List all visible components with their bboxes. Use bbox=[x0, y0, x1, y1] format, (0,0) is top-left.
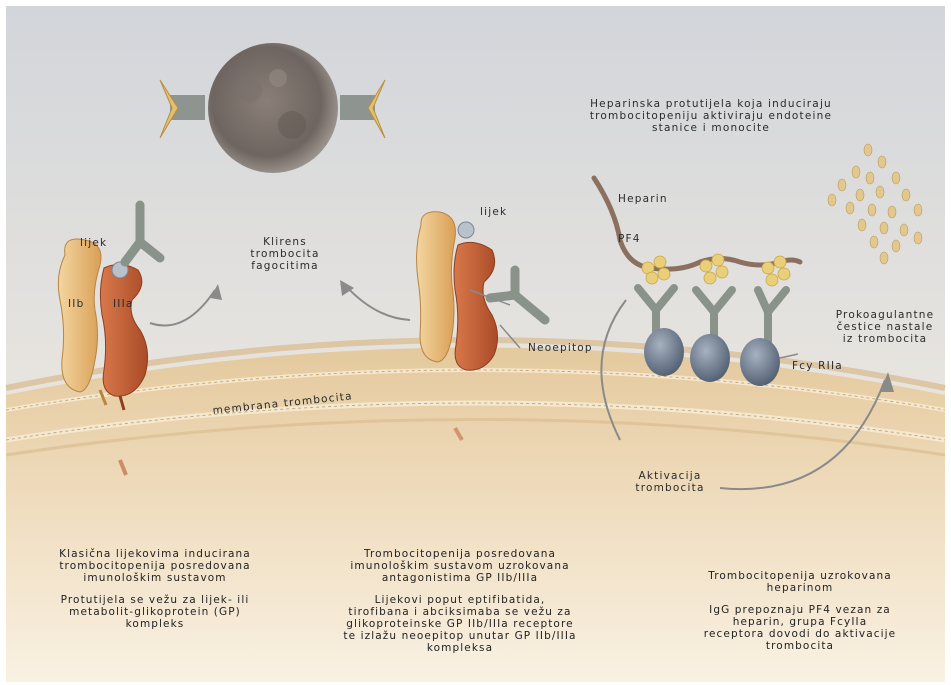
caption-heparin-title: Trombocitopenija uzrokovana heparinom bbox=[660, 570, 940, 594]
caption-heparin: Trombocitopenija uzrokovana heparinom Ig… bbox=[660, 570, 940, 652]
label-neoepitop: Neoepitop bbox=[528, 342, 593, 354]
caption-classic-desc: Protutijela se vežu za lijek- ili metabo… bbox=[20, 594, 290, 630]
label-lijek-middle: lijek bbox=[480, 206, 507, 218]
label-heparin: Heparin bbox=[618, 193, 668, 205]
caption-gp-antagonist: Trombocitopenija posredovana imunološkim… bbox=[300, 548, 620, 654]
label-iiia: IIIa bbox=[113, 298, 134, 310]
label-prokoagulantne: Prokoagulantne čestice nastale iz trombo… bbox=[826, 309, 944, 345]
label-aktivacija: Aktivacija trombocita bbox=[620, 470, 720, 494]
caption-gp-antagonist-desc: Lijekovi poput eptifibatida, tirofibana … bbox=[300, 594, 620, 654]
label-pf4: PF4 bbox=[618, 233, 641, 245]
caption-classic: Klasična lijekovima inducirana trombocit… bbox=[20, 548, 290, 630]
caption-classic-title: Klasična lijekovima inducirana trombocit… bbox=[20, 548, 290, 584]
label-iib: IIb bbox=[68, 298, 84, 310]
label-fcy-riia: Fcy RIIa bbox=[792, 360, 843, 372]
caption-gp-antagonist-title: Trombocitopenija posredovana imunološkim… bbox=[300, 548, 620, 584]
caption-heparin-desc: IgG prepoznaju PF4 vezan za heparin, gru… bbox=[660, 604, 940, 652]
label-lijek-left: lijek bbox=[80, 237, 107, 249]
label-klirens: Klirens trombocita fagocitima bbox=[235, 236, 335, 272]
label-heparinska: Heparinska protutijela koja induciraju t… bbox=[566, 98, 856, 134]
